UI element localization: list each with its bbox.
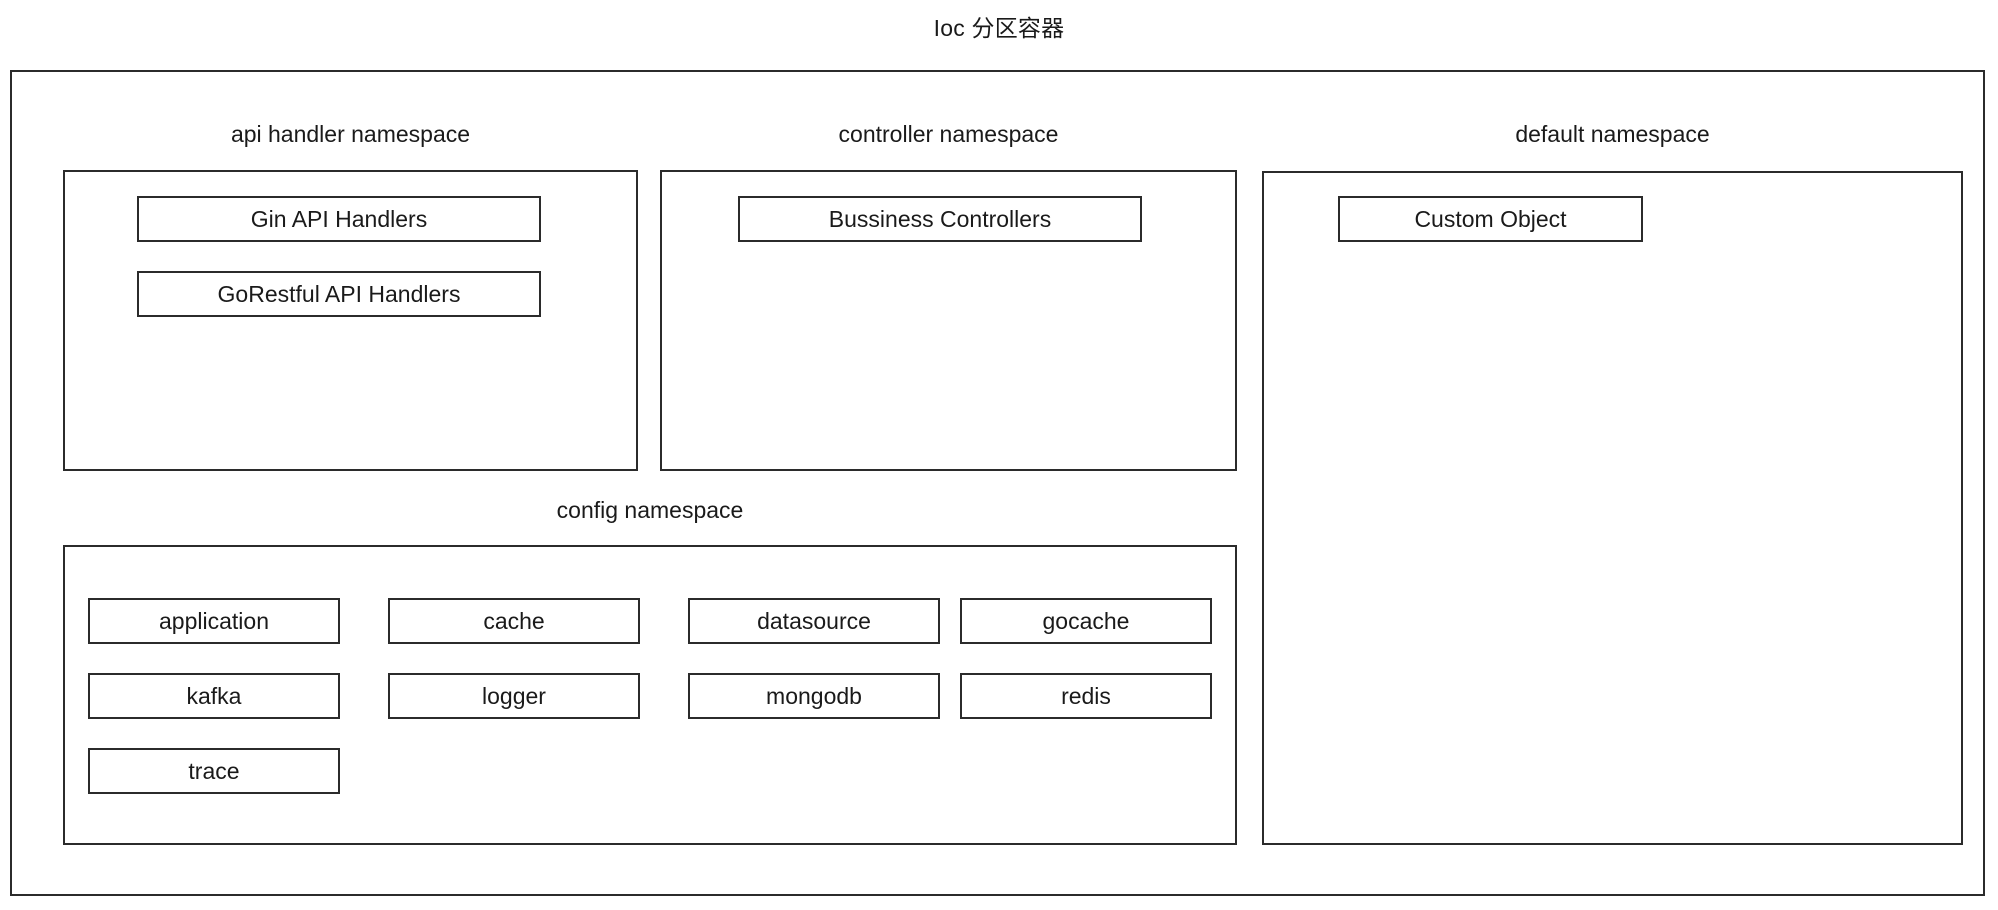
component-config-cache[interactable]: cache xyxy=(388,598,640,644)
component-config-application[interactable]: application xyxy=(88,598,340,644)
namespace-label-config: config namespace xyxy=(556,497,744,523)
component-config-logger[interactable]: logger xyxy=(388,673,640,719)
component-gin-api-handlers[interactable]: Gin API Handlers xyxy=(137,196,541,242)
namespace-label-controller: controller namespace xyxy=(838,121,1059,147)
component-config-datasource[interactable]: datasource xyxy=(688,598,940,644)
component-custom-object[interactable]: Custom Object xyxy=(1338,196,1643,242)
namespace-label-default: default namespace xyxy=(1515,121,1710,147)
component-config-gocache[interactable]: gocache xyxy=(960,598,1212,644)
component-config-redis[interactable]: redis xyxy=(960,673,1212,719)
component-bussiness-controllers[interactable]: Bussiness Controllers xyxy=(738,196,1142,242)
diagram-title: Ioc 分区容器 xyxy=(933,15,1065,41)
namespace-label-api-handler: api handler namespace xyxy=(230,121,471,147)
component-config-mongodb[interactable]: mongodb xyxy=(688,673,940,719)
namespace-box-default xyxy=(1262,171,1963,845)
component-config-trace[interactable]: trace xyxy=(88,748,340,794)
component-gorestful-api-handlers[interactable]: GoRestful API Handlers xyxy=(137,271,541,317)
component-config-kafka[interactable]: kafka xyxy=(88,673,340,719)
